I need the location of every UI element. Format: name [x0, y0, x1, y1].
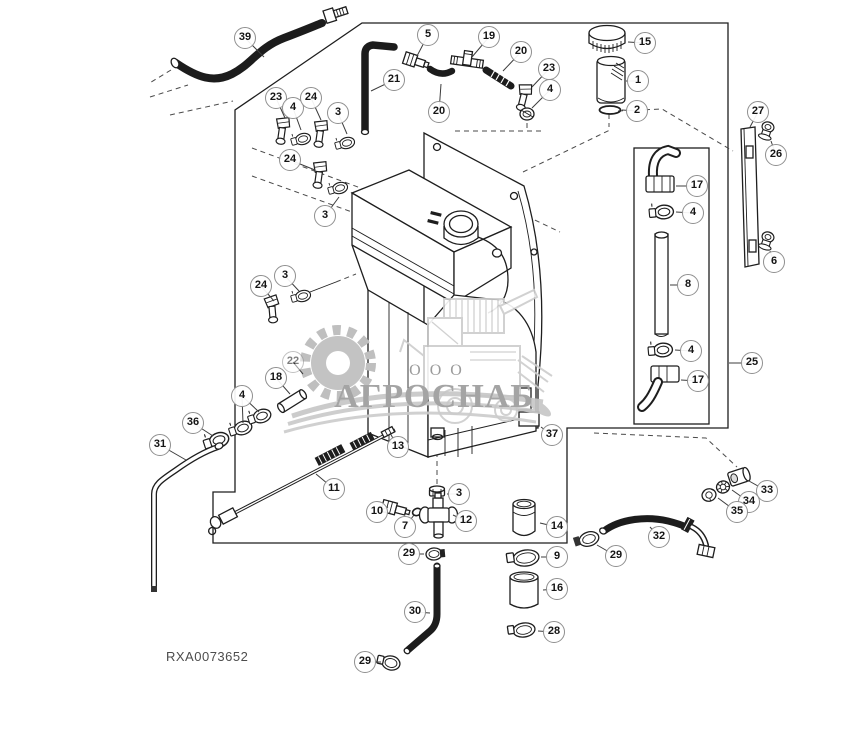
elbow-fitting-23-top [512, 81, 535, 113]
watermark-swoosh [283, 391, 552, 434]
filler-cap-15 [588, 24, 626, 53]
sleeve-14 [512, 498, 536, 537]
tube-8 [654, 231, 669, 337]
tee-fitting-12 [418, 492, 459, 539]
clamp-29-top [425, 547, 446, 561]
nut-35 [701, 488, 717, 502]
washer-34 [715, 480, 731, 494]
clamp-29-right [572, 531, 600, 547]
fitting-10 [379, 498, 411, 516]
hose-32-nut [696, 543, 716, 559]
fitting-18 [276, 389, 308, 414]
elbow-24 [310, 118, 330, 149]
elbow-24-row2 [309, 159, 329, 190]
elbow-17-bottom [637, 365, 680, 412]
watermark-gear [300, 325, 376, 401]
canister-1 [596, 55, 626, 104]
bolt-26 [757, 119, 777, 142]
clamp-3-row2 [325, 178, 350, 197]
rod-11 [207, 425, 396, 536]
clamp-9 [505, 549, 540, 567]
hose-39-fitting [322, 5, 349, 25]
hose-39 [170, 5, 349, 83]
fitting-5 [401, 51, 430, 69]
sleeve-16 [509, 571, 539, 609]
tee-fitting-19 [449, 49, 485, 69]
clamp-28 [506, 622, 536, 638]
hose-31-tip [151, 586, 157, 592]
bushing-33 [727, 466, 751, 487]
rod-11-connector [207, 506, 239, 536]
strap-bracket-27 [740, 126, 760, 268]
hose-30 [403, 562, 441, 655]
hose-32 [599, 515, 716, 559]
bolt-6 [757, 229, 777, 252]
watermark-name: АГРОСНАБ [334, 378, 534, 415]
clamp-3 [332, 133, 357, 152]
clamp-4-lower [646, 339, 674, 359]
hose-31 [151, 442, 224, 592]
hose-21 [360, 41, 398, 136]
cap-4-top [519, 107, 535, 121]
watermark-prefix: ООО [409, 362, 471, 379]
hose-20-right [482, 66, 515, 90]
clamp-4-upper [647, 201, 675, 221]
hose-20-left [426, 65, 456, 77]
elbow-23 [272, 115, 292, 146]
clamp-4 [288, 129, 313, 148]
clamp-3-mid [288, 286, 313, 305]
o-ring-2 [598, 105, 622, 115]
drawing-code: RXA0073652 [166, 649, 249, 664]
elbow-17-top [645, 144, 681, 193]
